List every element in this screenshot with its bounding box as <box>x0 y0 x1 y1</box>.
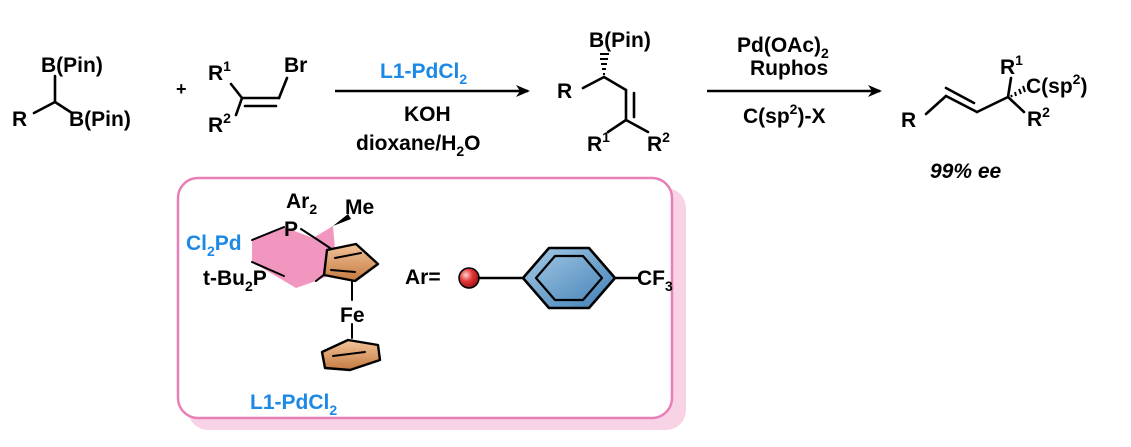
coupling-partner-label: C(sp2)-X <box>743 101 825 128</box>
ligand-structure-box: Ar2 Me P Cl2Pd t-Bu2P Fe Ar= CF3 L1-PdCl… <box>176 176 686 430</box>
intermediate-bpin-label: B(Pin) <box>589 29 651 52</box>
r2-label: R2 <box>208 110 231 137</box>
metallacycle-fill <box>252 226 337 288</box>
ar-definition-label: Ar= <box>405 266 441 289</box>
arrow-step-1: L1-PdCl2 KOH dioxane/H2O <box>335 60 530 159</box>
fe-label: Fe <box>340 304 365 327</box>
attachment-sphere <box>458 267 480 289</box>
intermediate-r-label: R <box>557 80 572 103</box>
base-label: KOH <box>404 103 451 126</box>
tbu2p-label: t-Bu2P <box>203 267 267 294</box>
ar2-label: Ar2 <box>286 190 317 217</box>
ee-label: 99% ee <box>930 160 1002 183</box>
product-csp2-label: C(sp2) <box>1026 71 1087 98</box>
product-r2-label: R2 <box>1027 104 1050 131</box>
intermediate-allylboronate: B(Pin) R R1 R2 <box>557 29 670 156</box>
intermediate-r1-label: R1 <box>587 129 610 156</box>
catalyst-label: L1-PdCl2 <box>380 60 467 87</box>
reactant-bis-boronate: B(Pin) R B(Pin) <box>12 54 131 131</box>
me-label: Me <box>345 196 374 219</box>
p-top-label: P <box>284 218 298 241</box>
pd-source-label: Pd(OAc)2 <box>737 34 829 61</box>
intermediate-r2-label: R2 <box>647 129 670 156</box>
ligand-name-label: L1-PdCl2 <box>250 391 337 418</box>
bpin-right-label: B(Pin) <box>69 108 131 131</box>
solvent-label: dioxane/H2O <box>356 132 481 159</box>
plus-sign: + <box>176 79 187 99</box>
r1-label: R1 <box>208 58 231 85</box>
br-label: Br <box>284 54 307 77</box>
product-r-label: R <box>901 109 916 132</box>
reactant-vinyl-bromide: R1 R2 Br <box>208 54 307 137</box>
upper-cp-ring <box>322 242 380 283</box>
arrow-step-2: Pd(OAc)2 Ruphos C(sp2)-X <box>707 34 882 128</box>
ligand-ruphos-label: Ruphos <box>750 57 828 80</box>
r-label: R <box>12 108 27 131</box>
cf3-label: CF3 <box>637 267 673 294</box>
product-r1-label: R1 <box>1000 52 1023 79</box>
cl2pd-label: Cl2Pd <box>186 232 242 259</box>
product: R R1 C(sp2) R2 99% ee <box>901 52 1087 183</box>
bpin-top-label: B(Pin) <box>41 54 103 77</box>
lower-cp-ring <box>320 338 382 372</box>
